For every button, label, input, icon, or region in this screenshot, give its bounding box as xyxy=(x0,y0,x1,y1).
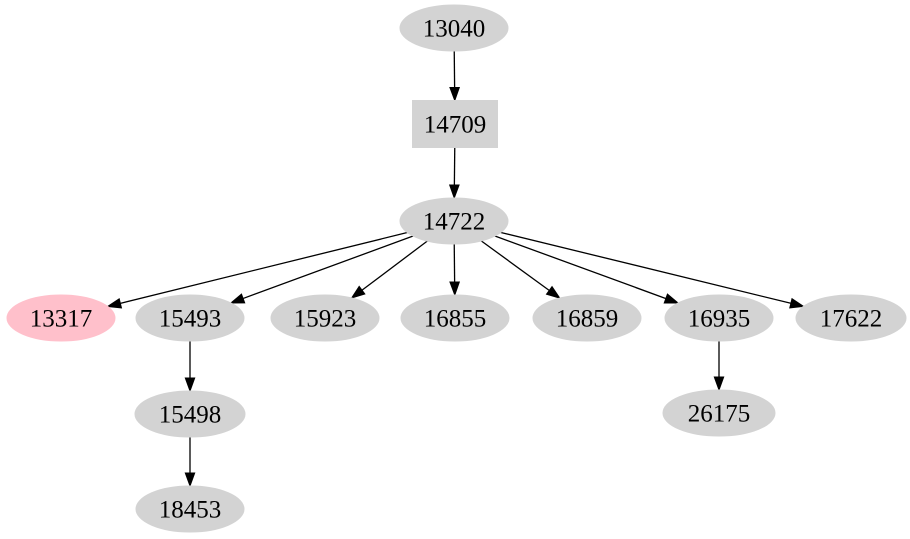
node-shape-ellipse xyxy=(270,294,380,342)
edge-line xyxy=(118,231,408,305)
node-14722: 14722 xyxy=(399,197,509,245)
node-shape-ellipse xyxy=(135,294,245,342)
edge-14722-15493 xyxy=(229,235,414,304)
node-label: 15498 xyxy=(159,402,222,429)
node-13040: 13040 xyxy=(399,4,509,52)
edge-line xyxy=(240,235,414,300)
node-label: 13040 xyxy=(423,16,486,43)
node-label: 14722 xyxy=(423,209,486,236)
node-shape-ellipse xyxy=(134,390,246,438)
node-16855: 16855 xyxy=(400,294,510,342)
arrowhead-icon xyxy=(106,297,123,309)
node-label: 16855 xyxy=(424,306,487,333)
edge-14722-15923 xyxy=(350,240,428,299)
node-shape-ellipse xyxy=(400,294,510,342)
arrowhead-icon xyxy=(663,293,680,304)
node-18453: 18453 xyxy=(135,485,245,533)
arrowhead-icon xyxy=(545,285,561,300)
node-shape-ellipse xyxy=(399,4,509,52)
node-15923: 15923 xyxy=(270,294,380,342)
node-label: 16935 xyxy=(688,306,751,333)
node-label: 16859 xyxy=(556,306,619,333)
node-17622: 17622 xyxy=(795,294,907,342)
edge-line xyxy=(494,235,668,300)
arrowhead-icon xyxy=(449,86,461,102)
arrowhead-icon xyxy=(448,184,460,200)
node-16859: 16859 xyxy=(532,294,642,342)
arrowhead-icon xyxy=(789,297,805,309)
arrowhead-icon xyxy=(184,377,196,393)
edge-14722-16855 xyxy=(449,243,461,297)
node-label: 26175 xyxy=(688,401,751,428)
edge-15498-18453 xyxy=(184,437,196,488)
edge-14709-14722 xyxy=(448,147,460,200)
edge-line xyxy=(500,231,793,305)
edge-14722-13317 xyxy=(106,231,408,309)
arrowhead-icon xyxy=(713,376,725,392)
arrowhead-icon xyxy=(449,281,461,297)
node-16935: 16935 xyxy=(664,294,774,342)
node-26175: 26175 xyxy=(662,389,776,437)
node-shape-ellipse xyxy=(532,294,642,342)
node-label: 14709 xyxy=(424,112,487,139)
node-shape-rect xyxy=(412,100,498,148)
node-label: 15923 xyxy=(294,306,357,333)
edge-14722-16935 xyxy=(494,235,680,304)
edge-14722-16859 xyxy=(480,240,561,300)
edge-16935-26175 xyxy=(713,341,725,392)
node-14709: 14709 xyxy=(412,100,498,148)
node-13317: 13317 xyxy=(6,294,116,342)
node-shape-ellipse xyxy=(399,197,509,245)
node-shape-ellipse xyxy=(6,294,116,342)
node-label: 15493 xyxy=(159,306,222,333)
edge-13040-14709 xyxy=(449,50,461,102)
node-shape-ellipse xyxy=(795,294,907,342)
node-label: 13317 xyxy=(30,306,93,333)
node-label: 17622 xyxy=(820,306,883,333)
node-shape-ellipse xyxy=(662,389,776,437)
edge-14722-17622 xyxy=(500,231,805,309)
edge-15493-15498 xyxy=(184,341,196,393)
node-15493: 15493 xyxy=(135,294,245,342)
arrowhead-icon xyxy=(350,285,366,299)
node-label: 18453 xyxy=(159,497,222,524)
node-15498: 15498 xyxy=(134,390,246,438)
arrowhead-icon xyxy=(229,293,246,304)
node-shape-ellipse xyxy=(135,485,245,533)
node-shape-ellipse xyxy=(664,294,774,342)
edge-line xyxy=(360,240,428,292)
edge-line xyxy=(480,240,552,293)
arrowhead-icon xyxy=(184,472,196,488)
